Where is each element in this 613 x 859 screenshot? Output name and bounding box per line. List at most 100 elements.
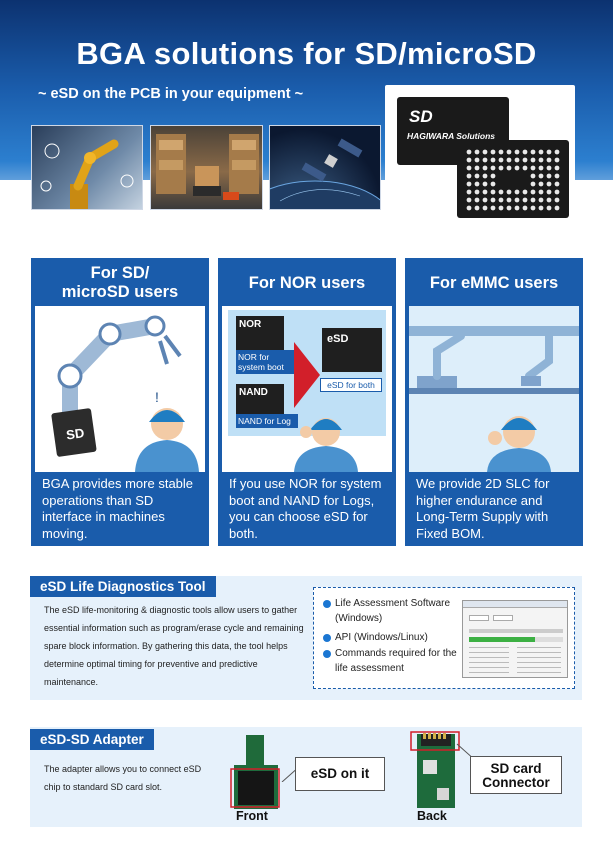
solder-ball	[530, 205, 536, 211]
nor-caption: NOR for system boot	[236, 350, 294, 374]
solder-ball	[506, 197, 512, 203]
card-emmc-users: For eMMC users We provide 2D SLC for hig…	[405, 258, 583, 546]
solder-ball	[482, 173, 488, 179]
card-title-text: For SD/ microSD users	[61, 264, 179, 301]
nand-caption: NAND for Log	[236, 414, 298, 428]
solder-ball	[482, 157, 488, 163]
diagnostics-heading: eSD Life Diagnostics Tool	[30, 576, 216, 597]
card-body: We provide 2D SLC for higher endurance a…	[416, 476, 550, 541]
solder-ball	[482, 197, 488, 203]
solder-ball	[546, 205, 552, 211]
bullet-item: Commands required for the life assessmen…	[335, 648, 457, 674]
solder-ball	[506, 205, 512, 211]
solder-ball	[538, 189, 544, 195]
solder-ball	[490, 165, 496, 171]
solder-ball	[466, 149, 472, 155]
solder-ball	[490, 173, 496, 179]
caption-back: Back	[417, 809, 447, 823]
solder-ball	[514, 205, 520, 211]
solder-ball	[514, 165, 520, 171]
solder-ball	[466, 157, 472, 163]
solder-ball	[546, 165, 552, 171]
solder-ball	[482, 165, 488, 171]
solder-ball	[554, 157, 560, 163]
card-nor-users: For NOR users NOR NOR for system boot NA…	[218, 258, 396, 546]
solder-ball	[474, 173, 480, 179]
solder-ball	[490, 149, 496, 155]
diagnostics-text: The eSD life-monitoring & diagnostic too…	[44, 605, 304, 687]
solder-ball	[522, 189, 528, 195]
sd-logo: SD	[409, 107, 433, 126]
solder-ball	[522, 165, 528, 171]
adapter-front-image	[230, 735, 280, 809]
solder-ball	[490, 197, 496, 203]
adapter-text: The adapter allows you to connect eSD ch…	[44, 764, 202, 792]
solder-ball	[538, 157, 544, 163]
chip-logo: HAGIWARA Solutions	[407, 131, 495, 141]
solder-ball	[490, 189, 496, 195]
solder-ball	[498, 157, 504, 163]
solder-ball	[554, 165, 560, 171]
page-title: BGA solutions for SD/microSD	[76, 36, 537, 71]
diagnostics-features-box: Life Assessment Software (Windows) API (…	[313, 587, 575, 689]
solder-ball	[506, 157, 512, 163]
solder-ball	[530, 189, 536, 195]
page-subtitle: ~ eSD on the PCB in your equipment ~	[38, 86, 304, 102]
solder-ball	[498, 197, 504, 203]
solder-ball	[506, 165, 512, 171]
solder-ball	[522, 205, 528, 211]
solder-ball	[538, 149, 544, 155]
solder-ball	[514, 189, 520, 195]
ball-grid	[466, 149, 560, 211]
caption-front: Front	[236, 809, 268, 823]
solder-ball	[466, 173, 472, 179]
card-title: For SD/ microSD users	[33, 260, 207, 306]
nor-chip: NOR	[236, 316, 284, 350]
solder-ball	[522, 197, 528, 203]
solder-ball	[546, 149, 552, 155]
card-illustration	[409, 306, 579, 472]
solder-ball	[530, 157, 536, 163]
solder-ball	[546, 197, 552, 203]
solder-ball	[474, 149, 480, 155]
solder-ball	[474, 189, 480, 195]
warehouse-photo	[150, 125, 263, 210]
bullet-item: API (Windows/Linux)	[335, 632, 428, 643]
solder-ball	[474, 157, 480, 163]
solder-ball	[490, 181, 496, 187]
esd-caption: eSD for both	[320, 378, 382, 392]
solder-ball	[538, 205, 544, 211]
solder-ball	[466, 189, 472, 195]
solder-ball	[466, 165, 472, 171]
solder-ball	[530, 165, 536, 171]
bullet-icon	[323, 600, 331, 608]
solder-ball	[506, 149, 512, 155]
solder-ball	[482, 189, 488, 195]
solder-ball	[554, 197, 560, 203]
solder-ball	[522, 157, 528, 163]
svg-text:!: !	[155, 389, 159, 405]
tool-screenshot	[462, 600, 568, 678]
chip-bottom	[457, 140, 569, 218]
solder-ball	[498, 165, 504, 171]
solder-ball	[530, 149, 536, 155]
solder-ball	[474, 181, 480, 187]
esd-chip-image: SD HAGIWARA Solutions	[385, 85, 575, 230]
card-body: BGA provides more stable operations than…	[42, 476, 194, 541]
solder-ball	[474, 165, 480, 171]
adapter-heading: eSD-SD Adapter	[30, 729, 154, 750]
bullet-icon	[323, 634, 331, 642]
bullet-item: Life Assessment Software (Windows)	[335, 598, 451, 624]
solder-ball	[538, 173, 544, 179]
solder-ball	[546, 181, 552, 187]
solder-ball	[554, 173, 560, 179]
card-body: If you use NOR for system boot and NAND …	[229, 476, 382, 541]
solder-ball	[546, 157, 552, 163]
solder-ball	[530, 181, 536, 187]
solder-ball	[466, 205, 472, 211]
solder-ball	[490, 157, 496, 163]
solder-ball	[554, 189, 560, 195]
card-title: For NOR users	[248, 273, 366, 292]
solder-ball	[498, 205, 504, 211]
solder-ball	[474, 205, 480, 211]
